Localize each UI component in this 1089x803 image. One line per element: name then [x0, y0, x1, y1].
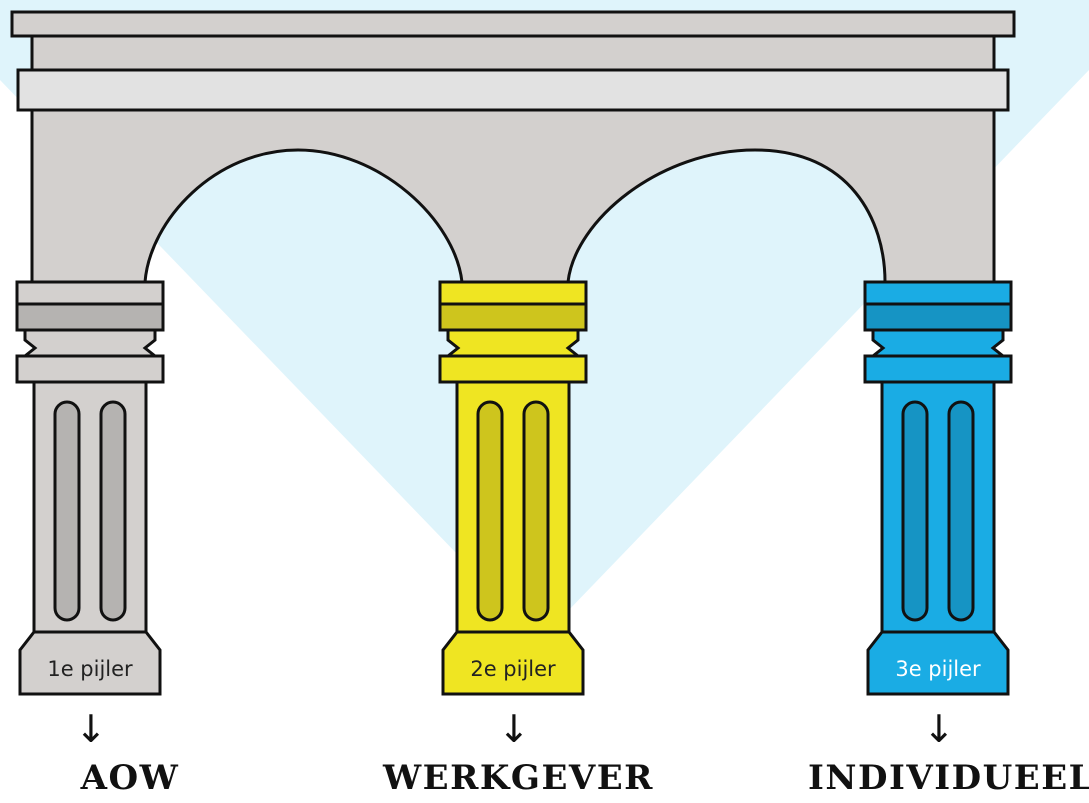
capital-notch — [448, 330, 578, 356]
top-slab — [12, 12, 1014, 36]
capital-top-band — [440, 282, 586, 304]
middle-slab — [18, 70, 1008, 110]
pillar-1: 1e pijler — [17, 282, 163, 694]
pillar-shaft — [882, 382, 994, 632]
pillar-flute — [949, 402, 973, 620]
pillar-flute — [478, 402, 502, 620]
capital-lower-band — [17, 356, 163, 382]
pillar-flute — [101, 402, 125, 620]
capital-top-band — [865, 282, 1011, 304]
capital-top-band — [17, 282, 163, 304]
pillar-label: 1e pijler — [47, 657, 133, 681]
down-arrow-icon: ↓ — [75, 706, 105, 752]
capital-second-band — [865, 304, 1011, 330]
capital-second-band — [17, 304, 163, 330]
category-label: WERKGEVER — [383, 756, 643, 800]
capital-second-band — [440, 304, 586, 330]
capital-notch — [873, 330, 1003, 356]
pillar-shaft — [34, 382, 146, 632]
down-arrow-icon: ↓ — [923, 706, 953, 752]
pillar-label: 2e pijler — [470, 657, 556, 681]
down-arrow-icon: ↓ — [498, 706, 528, 752]
capital-lower-band — [865, 356, 1011, 382]
pillar-2: 2e pijler — [440, 282, 586, 694]
category-label: AOW — [0, 756, 260, 800]
top-slab-shadow — [32, 36, 994, 70]
pillar-flute — [55, 402, 79, 620]
pillar-flute — [903, 402, 927, 620]
category-label: INDIVIDUEEL — [808, 756, 1068, 800]
pillar-3: 3e pijler — [865, 282, 1011, 694]
pillar-label: 3e pijler — [895, 657, 981, 681]
capital-notch — [25, 330, 155, 356]
capital-lower-band — [440, 356, 586, 382]
pillar-shaft — [457, 382, 569, 632]
pillar-flute — [524, 402, 548, 620]
